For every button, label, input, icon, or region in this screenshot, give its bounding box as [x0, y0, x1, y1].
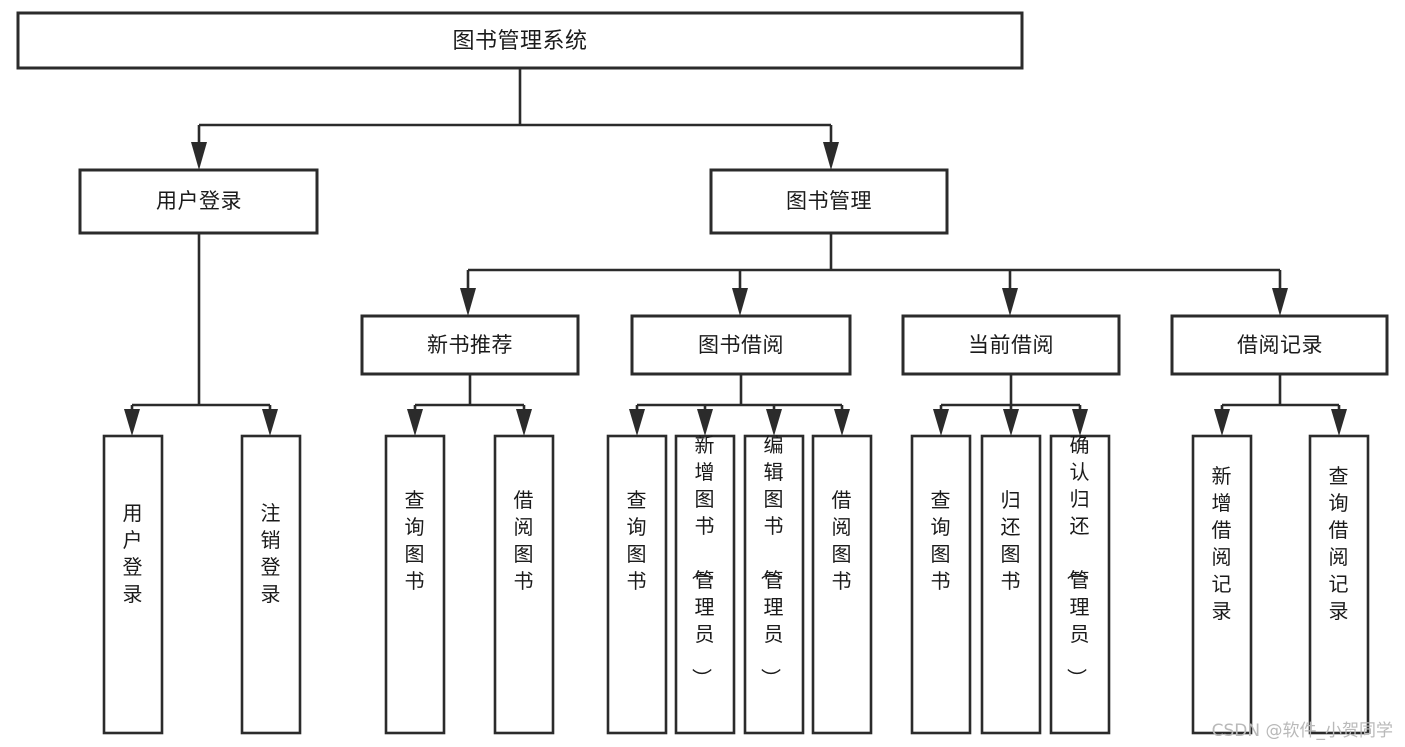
leaf-current-borrow-return-label: 归还图书: [1001, 488, 1022, 593]
node-user-login-box: [78, 168, 319, 235]
arrow-book-borrow-leaf-1: [629, 409, 645, 436]
leaf-current-borrow-query[interactable]: 查询图书: [910, 434, 972, 735]
leaf-new-book-borrow[interactable]: 借阅图书: [493, 434, 555, 735]
leaf-new-book-query[interactable]: 查询图书: [384, 434, 446, 735]
leaf-current-borrow-confirm-return-box: [1049, 434, 1111, 735]
node-book-borrow[interactable]: 图书借阅: [630, 314, 852, 376]
leaf-borrow-record-add[interactable]: 新增借阅记录: [1191, 434, 1253, 735]
arrow-current-borrow-leaf-3: [1072, 409, 1088, 436]
node-book-borrow-label: 图书借阅: [698, 333, 784, 357]
node-root-book-management-system[interactable]: 图书管理系统: [16, 11, 1024, 70]
leaf-current-borrow-confirm-return[interactable]: 确认归还（管理员）: [1049, 433, 1111, 735]
leaf-book-borrow-borrow[interactable]: 借阅图书: [811, 434, 873, 735]
leaf-current-borrow-return-box: [980, 434, 1042, 735]
arrow-book-manage-to-current-borrow: [1002, 288, 1018, 316]
csdn-watermark: CSDN @软件_小贺同学: [1211, 721, 1393, 741]
node-borrow-record-box: [1170, 314, 1389, 376]
arrow-new-book-leaf-2: [516, 409, 532, 436]
arrow-book-manage-to-borrow-record: [1272, 288, 1288, 316]
node-user-login[interactable]: 用户登录: [78, 168, 319, 235]
node-new-book-recommend-label: 新书推荐: [427, 333, 513, 357]
leaf-current-borrow-confirm-return-label: 确认归还（管理员）: [1065, 433, 1091, 689]
node-new-book-recommend-box: [360, 314, 580, 376]
leaf-borrow-record-query-box: [1308, 434, 1370, 735]
arrow-book-manage-to-book-borrow: [732, 288, 748, 316]
node-current-borrow-box: [901, 314, 1121, 376]
leaf-current-borrow-query-box: [910, 434, 972, 735]
arrow-user-login-leaf-2: [262, 409, 278, 436]
leaf-new-book-query-box: [384, 434, 446, 735]
leaf-user-login-logout-box: [240, 434, 302, 735]
arrow-user-login-leaf-1: [124, 409, 140, 436]
leaf-user-login-login[interactable]: 用户登录: [102, 434, 164, 735]
leaf-book-borrow-query-label: 查询图书: [627, 488, 648, 593]
leaf-book-borrow-edit-box: [743, 434, 805, 735]
leaf-user-login-logout-label: 注销登录: [261, 501, 282, 606]
node-book-borrow-box: [630, 314, 852, 376]
node-borrow-record[interactable]: 借阅记录: [1170, 314, 1389, 376]
arrow-root-to-book-manage: [823, 142, 839, 170]
leaf-borrow-record-query[interactable]: 查询借阅记录: [1308, 434, 1370, 735]
node-book-management-box: [709, 168, 949, 235]
connector-layer: [124, 68, 1347, 436]
leaf-book-borrow-add-label: 新增图书（管理员）: [690, 433, 716, 689]
leaf-borrow-record-add-label: 新增借阅记录: [1212, 464, 1233, 623]
node-root-box: [16, 11, 1024, 70]
leaf-book-borrow-add-box: [674, 434, 736, 735]
arrow-new-book-leaf-1: [407, 409, 423, 436]
arrow-borrow-record-leaf-1: [1214, 409, 1230, 436]
leaf-book-borrow-query-box: [606, 434, 668, 735]
arrow-root-to-user-login: [191, 142, 207, 170]
node-new-book-recommend[interactable]: 新书推荐: [360, 314, 580, 376]
node-book-management[interactable]: 图书管理: [709, 168, 949, 235]
node-current-borrow[interactable]: 当前借阅: [901, 314, 1121, 376]
arrow-current-borrow-leaf-1: [933, 409, 949, 436]
leaf-current-borrow-query-label: 查询图书: [931, 488, 952, 593]
node-book-management-label: 图书管理: [786, 189, 872, 213]
node-root-label: 图书管理系统: [452, 29, 587, 54]
arrow-borrow-record-leaf-2: [1331, 409, 1347, 436]
leaf-new-book-borrow-label: 借阅图书: [514, 488, 535, 593]
leaf-borrow-record-query-label: 查询借阅记录: [1329, 464, 1350, 623]
arrow-book-borrow-leaf-2: [697, 409, 713, 436]
leaf-book-borrow-query[interactable]: 查询图书: [606, 434, 668, 735]
node-borrow-record-label: 借阅记录: [1237, 333, 1323, 357]
node-current-borrow-label: 当前借阅: [968, 333, 1054, 357]
leaf-book-borrow-edit[interactable]: 编辑图书（管理员）: [743, 433, 805, 735]
leaf-user-login-login-box: [102, 434, 164, 735]
leaf-borrow-record-add-box: [1191, 434, 1253, 735]
leaf-book-borrow-borrow-box: [811, 434, 873, 735]
leaf-book-borrow-borrow-label: 借阅图书: [832, 488, 853, 593]
leaf-user-login-login-label: 用户登录: [123, 501, 144, 606]
leaf-current-borrow-return[interactable]: 归还图书: [980, 434, 1042, 735]
leaf-book-borrow-edit-label: 编辑图书（管理员）: [759, 433, 785, 689]
arrow-current-borrow-leaf-2: [1003, 409, 1019, 436]
leaf-new-book-query-label: 查询图书: [405, 488, 426, 593]
leaf-user-login-logout[interactable]: 注销登录: [240, 434, 302, 735]
arrow-book-manage-to-new-book: [460, 288, 476, 316]
leaf-book-borrow-add[interactable]: 新增图书（管理员）: [674, 433, 736, 735]
leaf-new-book-borrow-box: [493, 434, 555, 735]
arrow-book-borrow-leaf-4: [834, 409, 850, 436]
node-user-login-label: 用户登录: [156, 189, 242, 213]
arrow-book-borrow-leaf-3: [766, 409, 782, 436]
